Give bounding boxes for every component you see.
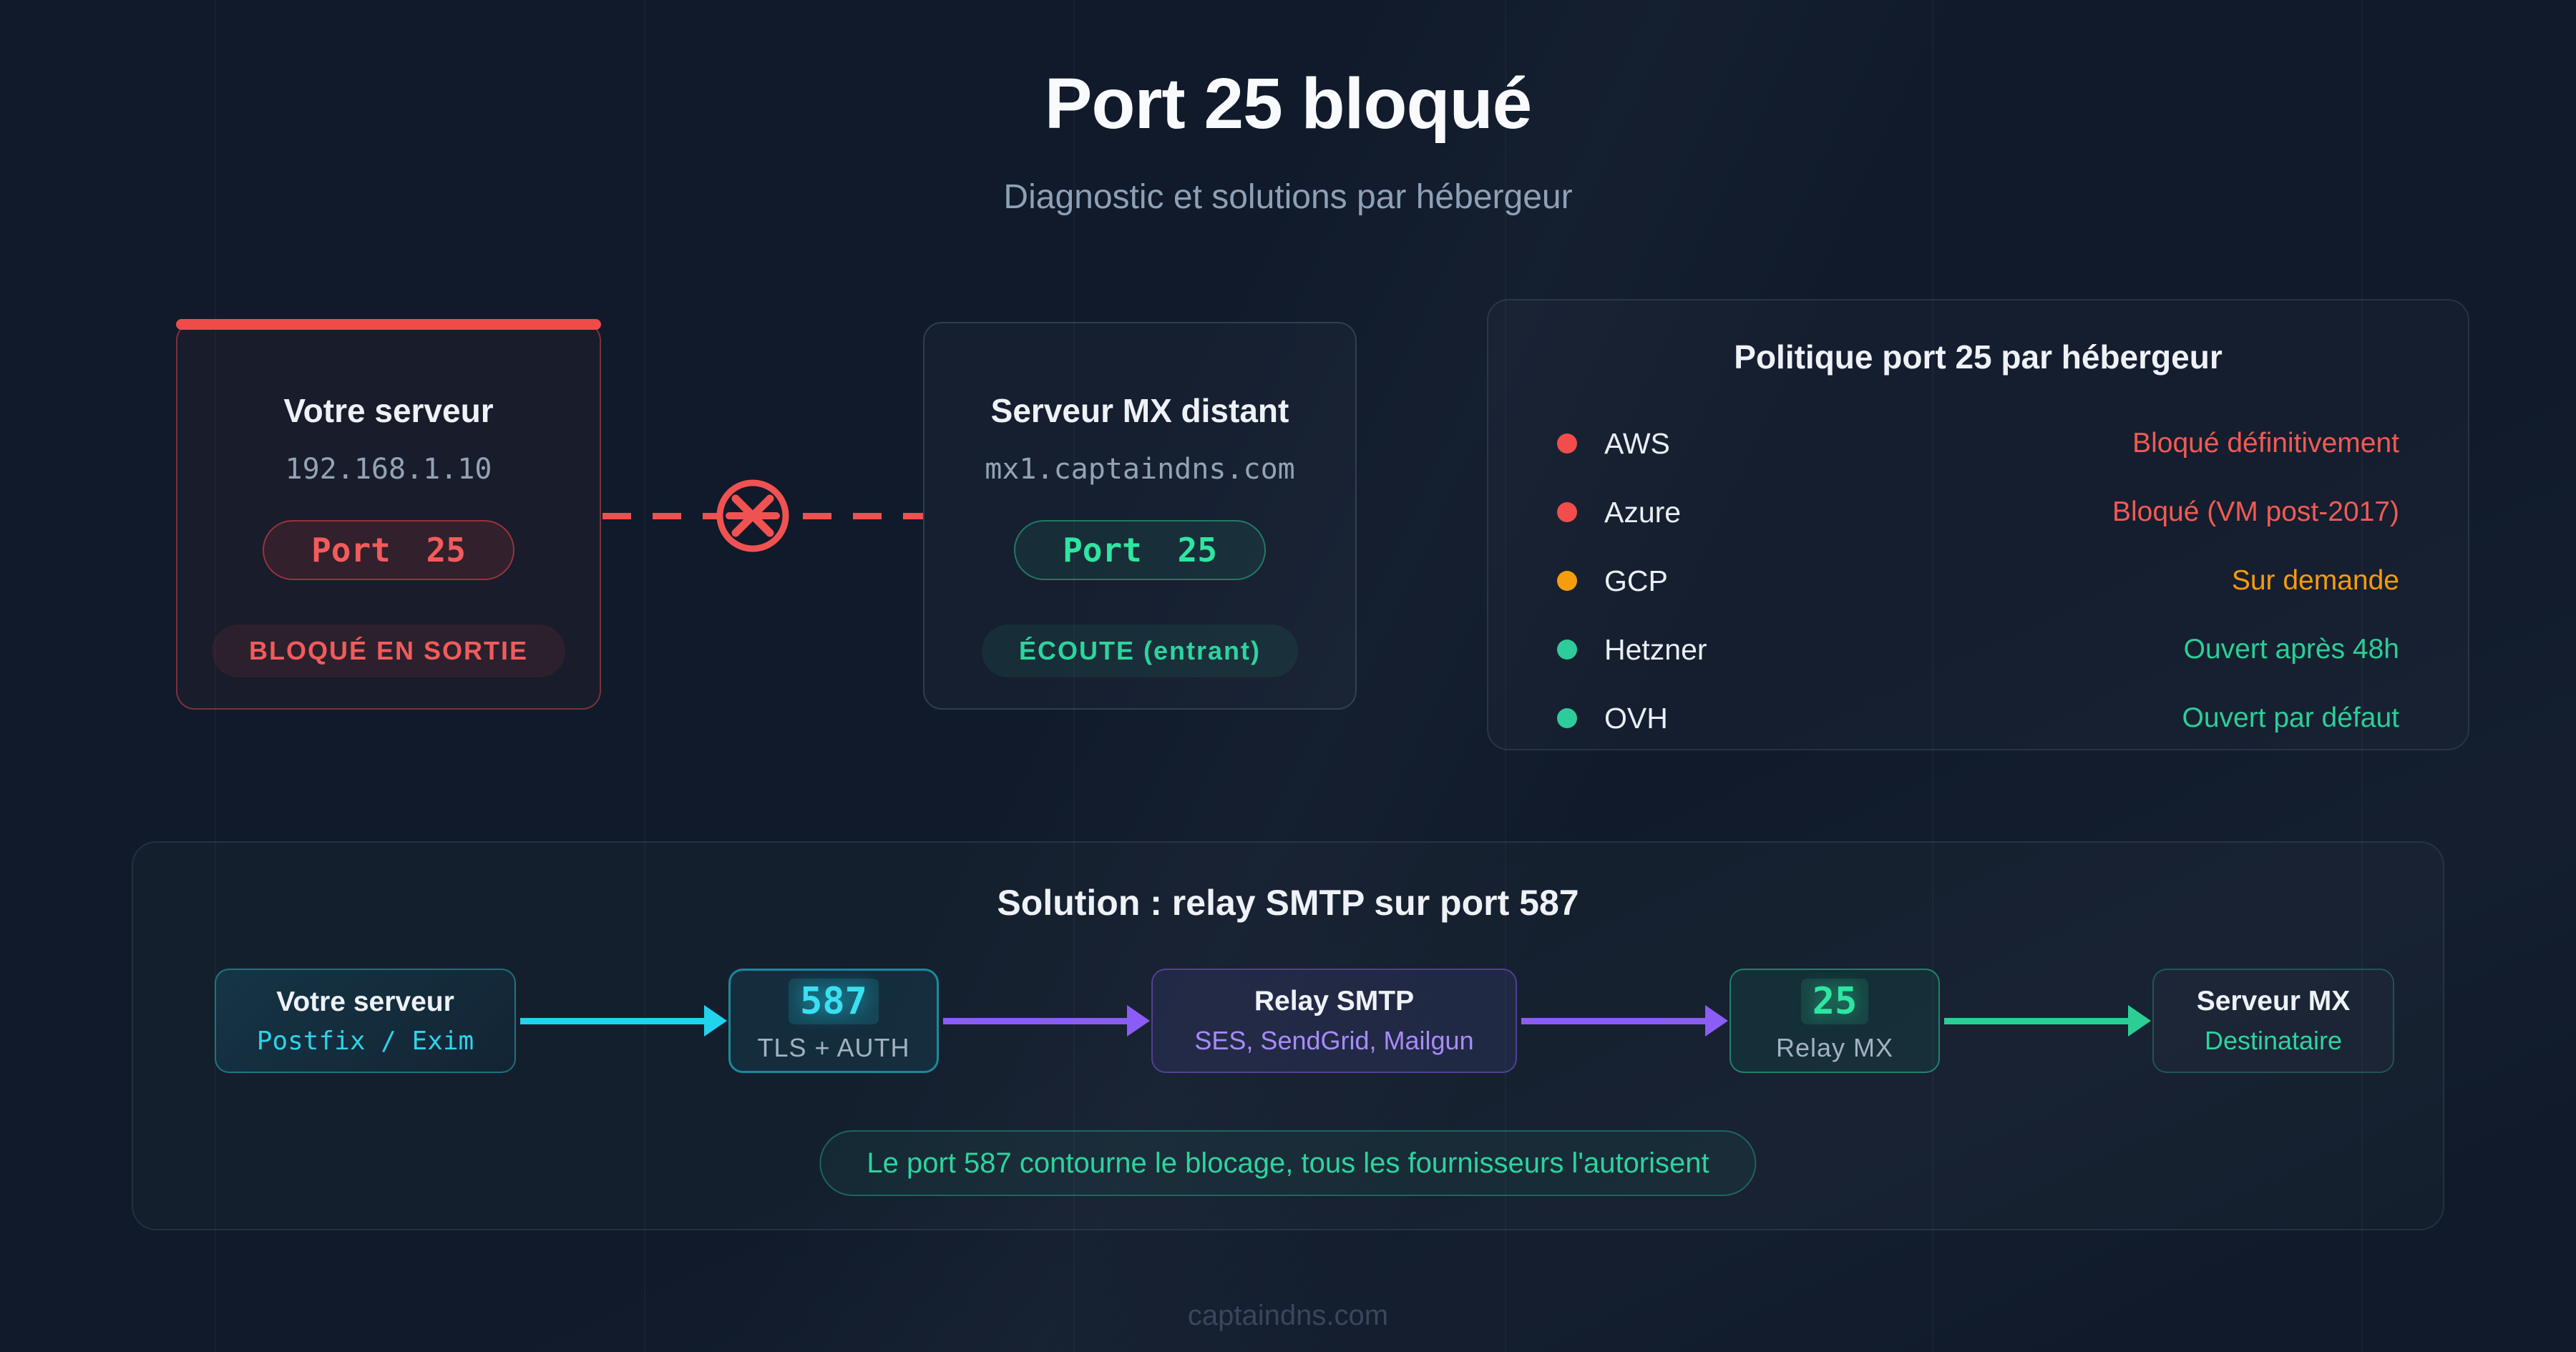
provider-status: Ouvert après 48h	[2183, 634, 2399, 665]
status-dot-icon	[1557, 433, 1577, 454]
provider-label: OVH	[1604, 701, 1668, 735]
flow-box-subtitle: Relay MX	[1775, 1033, 1894, 1062]
flow-box-title: 587	[789, 979, 879, 1024]
flow-box-subtitle: Postfix / Exim	[256, 1026, 474, 1056]
solution-panel: Solution : relay SMTP sur port 587 Votre…	[132, 841, 2444, 1230]
policy-row-gcp: GCP Sur demande	[1557, 547, 2399, 615]
flow-box-your-server: Votre serveur Postfix / Exim	[215, 969, 516, 1073]
flow-box-port-25: 25 Relay MX	[1729, 969, 1940, 1073]
provider-status: Ouvert par défaut	[2182, 702, 2399, 733]
arrow-right-icon	[516, 969, 728, 1073]
blocked-x-icon	[713, 476, 792, 555]
arrow-right-icon	[939, 969, 1151, 1073]
provider-status: Sur demande	[2231, 565, 2399, 596]
status-dot-icon	[1557, 571, 1577, 591]
solution-title: Solution : relay SMTP sur port 587	[997, 883, 1579, 923]
provider-status: Bloqué (VM post-2017)	[2112, 496, 2399, 527]
policy-row-azure: Azure Bloqué (VM post-2017)	[1557, 478, 2399, 547]
provider-label: Azure	[1604, 495, 1682, 529]
provider-label: AWS	[1604, 426, 1670, 460]
flow-box-subtitle: Destinataire	[2204, 1026, 2343, 1055]
flow-box-subtitle: TLS + AUTH	[757, 1033, 910, 1062]
flow-box-title: 25	[1800, 979, 1869, 1024]
provider-label: GCP	[1604, 564, 1668, 597]
source-status-badge: BLOQUÉ EN SORTIE	[211, 624, 566, 677]
source-server-title: Votre serveur	[283, 392, 494, 429]
status-dot-icon	[1557, 502, 1577, 522]
grid-line	[1073, 0, 1075, 1352]
source-server-card: Votre serveur 192.168.1.10 Port 25 BLOQU…	[176, 319, 601, 710]
flow-box-subtitle: SES, SendGrid, Mailgun	[1194, 1026, 1474, 1055]
page-subtitle: Diagnostic et solutions par hébergeur	[1003, 178, 1573, 216]
flow-box-destination-mx: Serveur MX Destinataire	[2152, 969, 2394, 1073]
smtp-relay-flow: Votre serveur Postfix / Exim 587 TLS + A…	[215, 969, 2394, 1073]
policy-row-hetzner: Hetzner Ouvert après 48h	[1557, 615, 2399, 684]
flow-box-title: Votre serveur	[276, 986, 454, 1017]
flow-box-port-587: 587 TLS + AUTH	[728, 969, 939, 1073]
policy-panel-title: Politique port 25 par hébergeur	[1734, 338, 2223, 376]
grid-line	[1505, 0, 1506, 1352]
provider-status: Bloqué définitivement	[2132, 428, 2399, 459]
source-server-ip: 192.168.1.10	[285, 453, 492, 486]
flow-box-title: Relay SMTP	[1254, 986, 1415, 1017]
policy-row-aws: AWS Bloqué définitivement	[1557, 409, 2399, 478]
page-title: Port 25 bloqué	[1044, 64, 1533, 144]
remote-status-badge: ÉCOUTE (entrant)	[982, 624, 1298, 677]
status-dot-icon	[1557, 640, 1577, 660]
provider-label: Hetzner	[1604, 632, 1707, 666]
arrow-right-icon	[1517, 969, 1729, 1073]
source-port-pill: Port 25	[263, 520, 514, 580]
grid-line	[1932, 0, 1933, 1352]
remote-port-pill: Port 25	[1014, 520, 1266, 580]
remote-mx-title: Serveur MX distant	[990, 392, 1289, 429]
policy-row-ovh: OVH Ouvert par défaut	[1557, 684, 2399, 753]
policy-rows: AWS Bloqué définitivement Azure Bloqué (…	[1557, 409, 2399, 753]
flow-box-title: Serveur MX	[2196, 986, 2351, 1017]
remote-mx-card: Serveur MX distant mx1.captaindns.com Po…	[923, 322, 1357, 710]
grid-line	[215, 0, 216, 1352]
remote-mx-host: mx1.captaindns.com	[985, 453, 1295, 486]
arrow-right-icon	[1940, 969, 2152, 1073]
grid-line	[2361, 0, 2363, 1352]
status-dot-icon	[1557, 708, 1577, 728]
solution-note-pill: Le port 587 contourne le blocage, tous l…	[819, 1130, 1757, 1196]
page-footer: captaindns.com	[1187, 1300, 1389, 1331]
policy-panel: Politique port 25 par hébergeur AWS Bloq…	[1487, 299, 2469, 750]
flow-box-relay-smtp: Relay SMTP SES, SendGrid, Mailgun	[1151, 969, 1517, 1073]
grid-line	[644, 0, 645, 1352]
